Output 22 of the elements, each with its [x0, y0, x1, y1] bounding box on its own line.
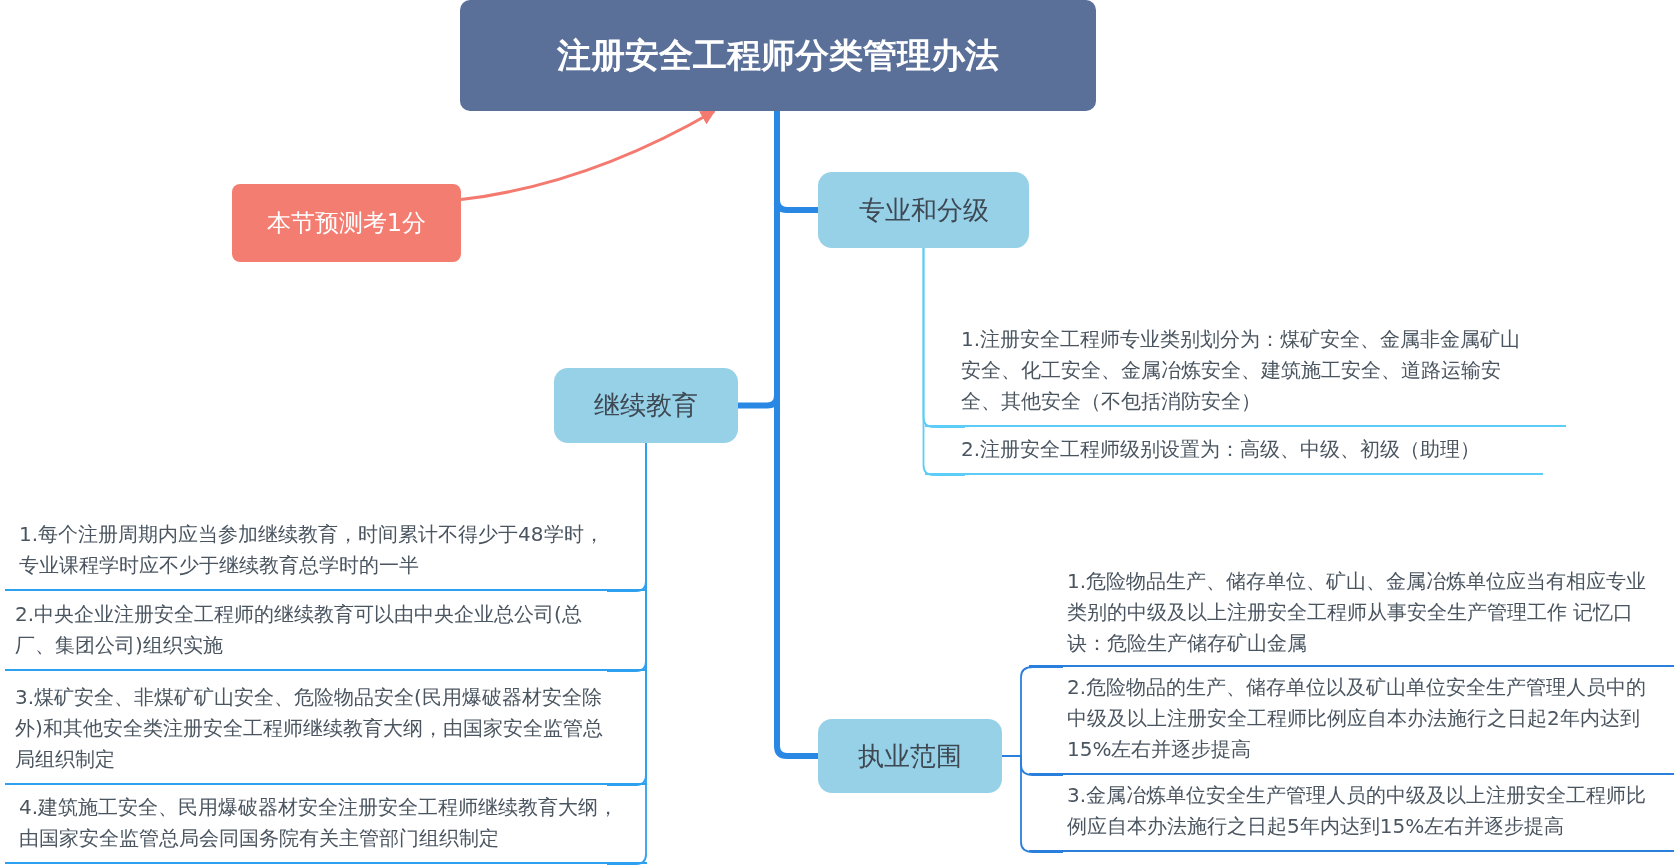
note-text: 3.煤矿安全、非煤矿矿山安全、危险物品安全(民用爆破器材安全除外)和其他安全类注册安全工程师继续教育大纲，由国家安全监管总局组织制定	[15, 684, 604, 773]
note-text: 1.危险物品生产、储存单位、矿山、金属冶炼单位应当有相应专业类别的中级及以上注册安全工程师从事安全生产管理工作 记忆口诀：危险生产储存矿山金属	[1067, 568, 1648, 657]
note-text: 2.危险物品的生产、储存单位以及矿山单位安全生产管理人员中的中级及以上注册安全工程师比例应自本办法施行之日起2年内达到15%左右并逐步提高	[1067, 674, 1648, 763]
note-text: 4.建筑施工安全、民用爆破器材安全注册安全工程师继续教育大纲，由国家安全监管总局会同国务院有关主管部门组织制定	[19, 794, 620, 852]
title-text: 注册安全工程师分类管理办法	[557, 33, 999, 77]
topic-box	[818, 172, 1029, 248]
topic-box	[818, 719, 1002, 793]
note-text: 1.每个注册周期内应当参加继续教育，时间累计不得少于48学时，专业课程学时应不少于继续教育总学时的一半	[19, 521, 605, 579]
branch-line	[922, 247, 966, 476]
callout-text: 本节预测考1分	[266, 208, 427, 239]
topic-text: 执业范围	[858, 739, 962, 773]
note-text: 2.注册安全工程师级别设置为：高级、中级、初级（助理）	[961, 436, 1482, 463]
callout-box	[232, 184, 461, 262]
topic-text: 专业和分级	[858, 193, 989, 227]
topic-text: 继续教育	[594, 389, 698, 422]
note-text: 2.中央企业注册安全工程师的继续教育可以由中央企业总公司(总厂、集团公司)组织实施	[15, 601, 583, 659]
title-box	[460, 0, 1096, 111]
note-text: 1.注册安全工程师专业类别划分为：煤矿安全、金属非金属矿山安全、化工安全、金属冶炼安全、建筑施工安全、道路运输安全、其他安全（不包括消防安全）	[961, 326, 1522, 415]
branch-line	[1001, 755, 1064, 853]
topic-box	[554, 368, 738, 443]
note-text: 3.金属冶炼单位安全生产管理人员的中级及以上注册安全工程师比例应自本办法施行之日起5年内达到15%左右并逐步提高	[1067, 782, 1648, 840]
arrow	[460, 109, 716, 202]
